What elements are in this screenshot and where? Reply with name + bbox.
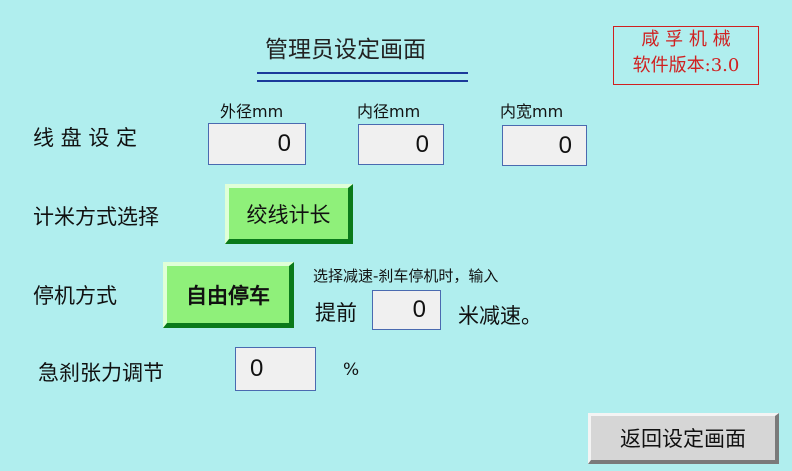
- decel-suffix: 米减速。: [458, 304, 542, 328]
- decel-note: 选择减速-刹车停机时，输入: [313, 267, 499, 285]
- metering-mode-label: 计米方式选择: [33, 205, 159, 229]
- coil-settings-label: 线 盘 设 定: [33, 126, 138, 150]
- percent-unit: %: [343, 360, 360, 380]
- inner-diameter-label: 内径mm: [357, 102, 421, 121]
- outer-diameter-input[interactable]: 0: [208, 123, 306, 165]
- software-version: 软件版本:3.0: [632, 55, 740, 76]
- decel-distance-input[interactable]: 0: [372, 290, 441, 330]
- outer-diameter-label: 外径mm: [220, 102, 284, 121]
- title-underline-2: [257, 80, 468, 82]
- inner-diameter-input[interactable]: 0: [358, 124, 444, 165]
- inner-width-input[interactable]: 0: [502, 125, 587, 166]
- emergency-tension-input[interactable]: 0: [235, 347, 316, 391]
- decel-prefix: 提前: [315, 301, 357, 325]
- brand-box: 咸 孚 机 械 软件版本:3.0: [613, 26, 759, 85]
- emergency-tension-label: 急刹张力调节: [38, 361, 164, 385]
- company-name: 咸 孚 机 械: [641, 29, 731, 50]
- stop-mode-label: 停机方式: [33, 284, 117, 308]
- title-underline: [257, 72, 468, 74]
- inner-width-label: 内宽mm: [500, 102, 564, 121]
- stop-mode-button[interactable]: 自由停车: [163, 262, 294, 328]
- back-to-settings-button[interactable]: 返回设定画面: [588, 413, 779, 464]
- metering-mode-button[interactable]: 绞线计长: [225, 184, 353, 244]
- page-title: 管理员设定画面: [265, 37, 426, 63]
